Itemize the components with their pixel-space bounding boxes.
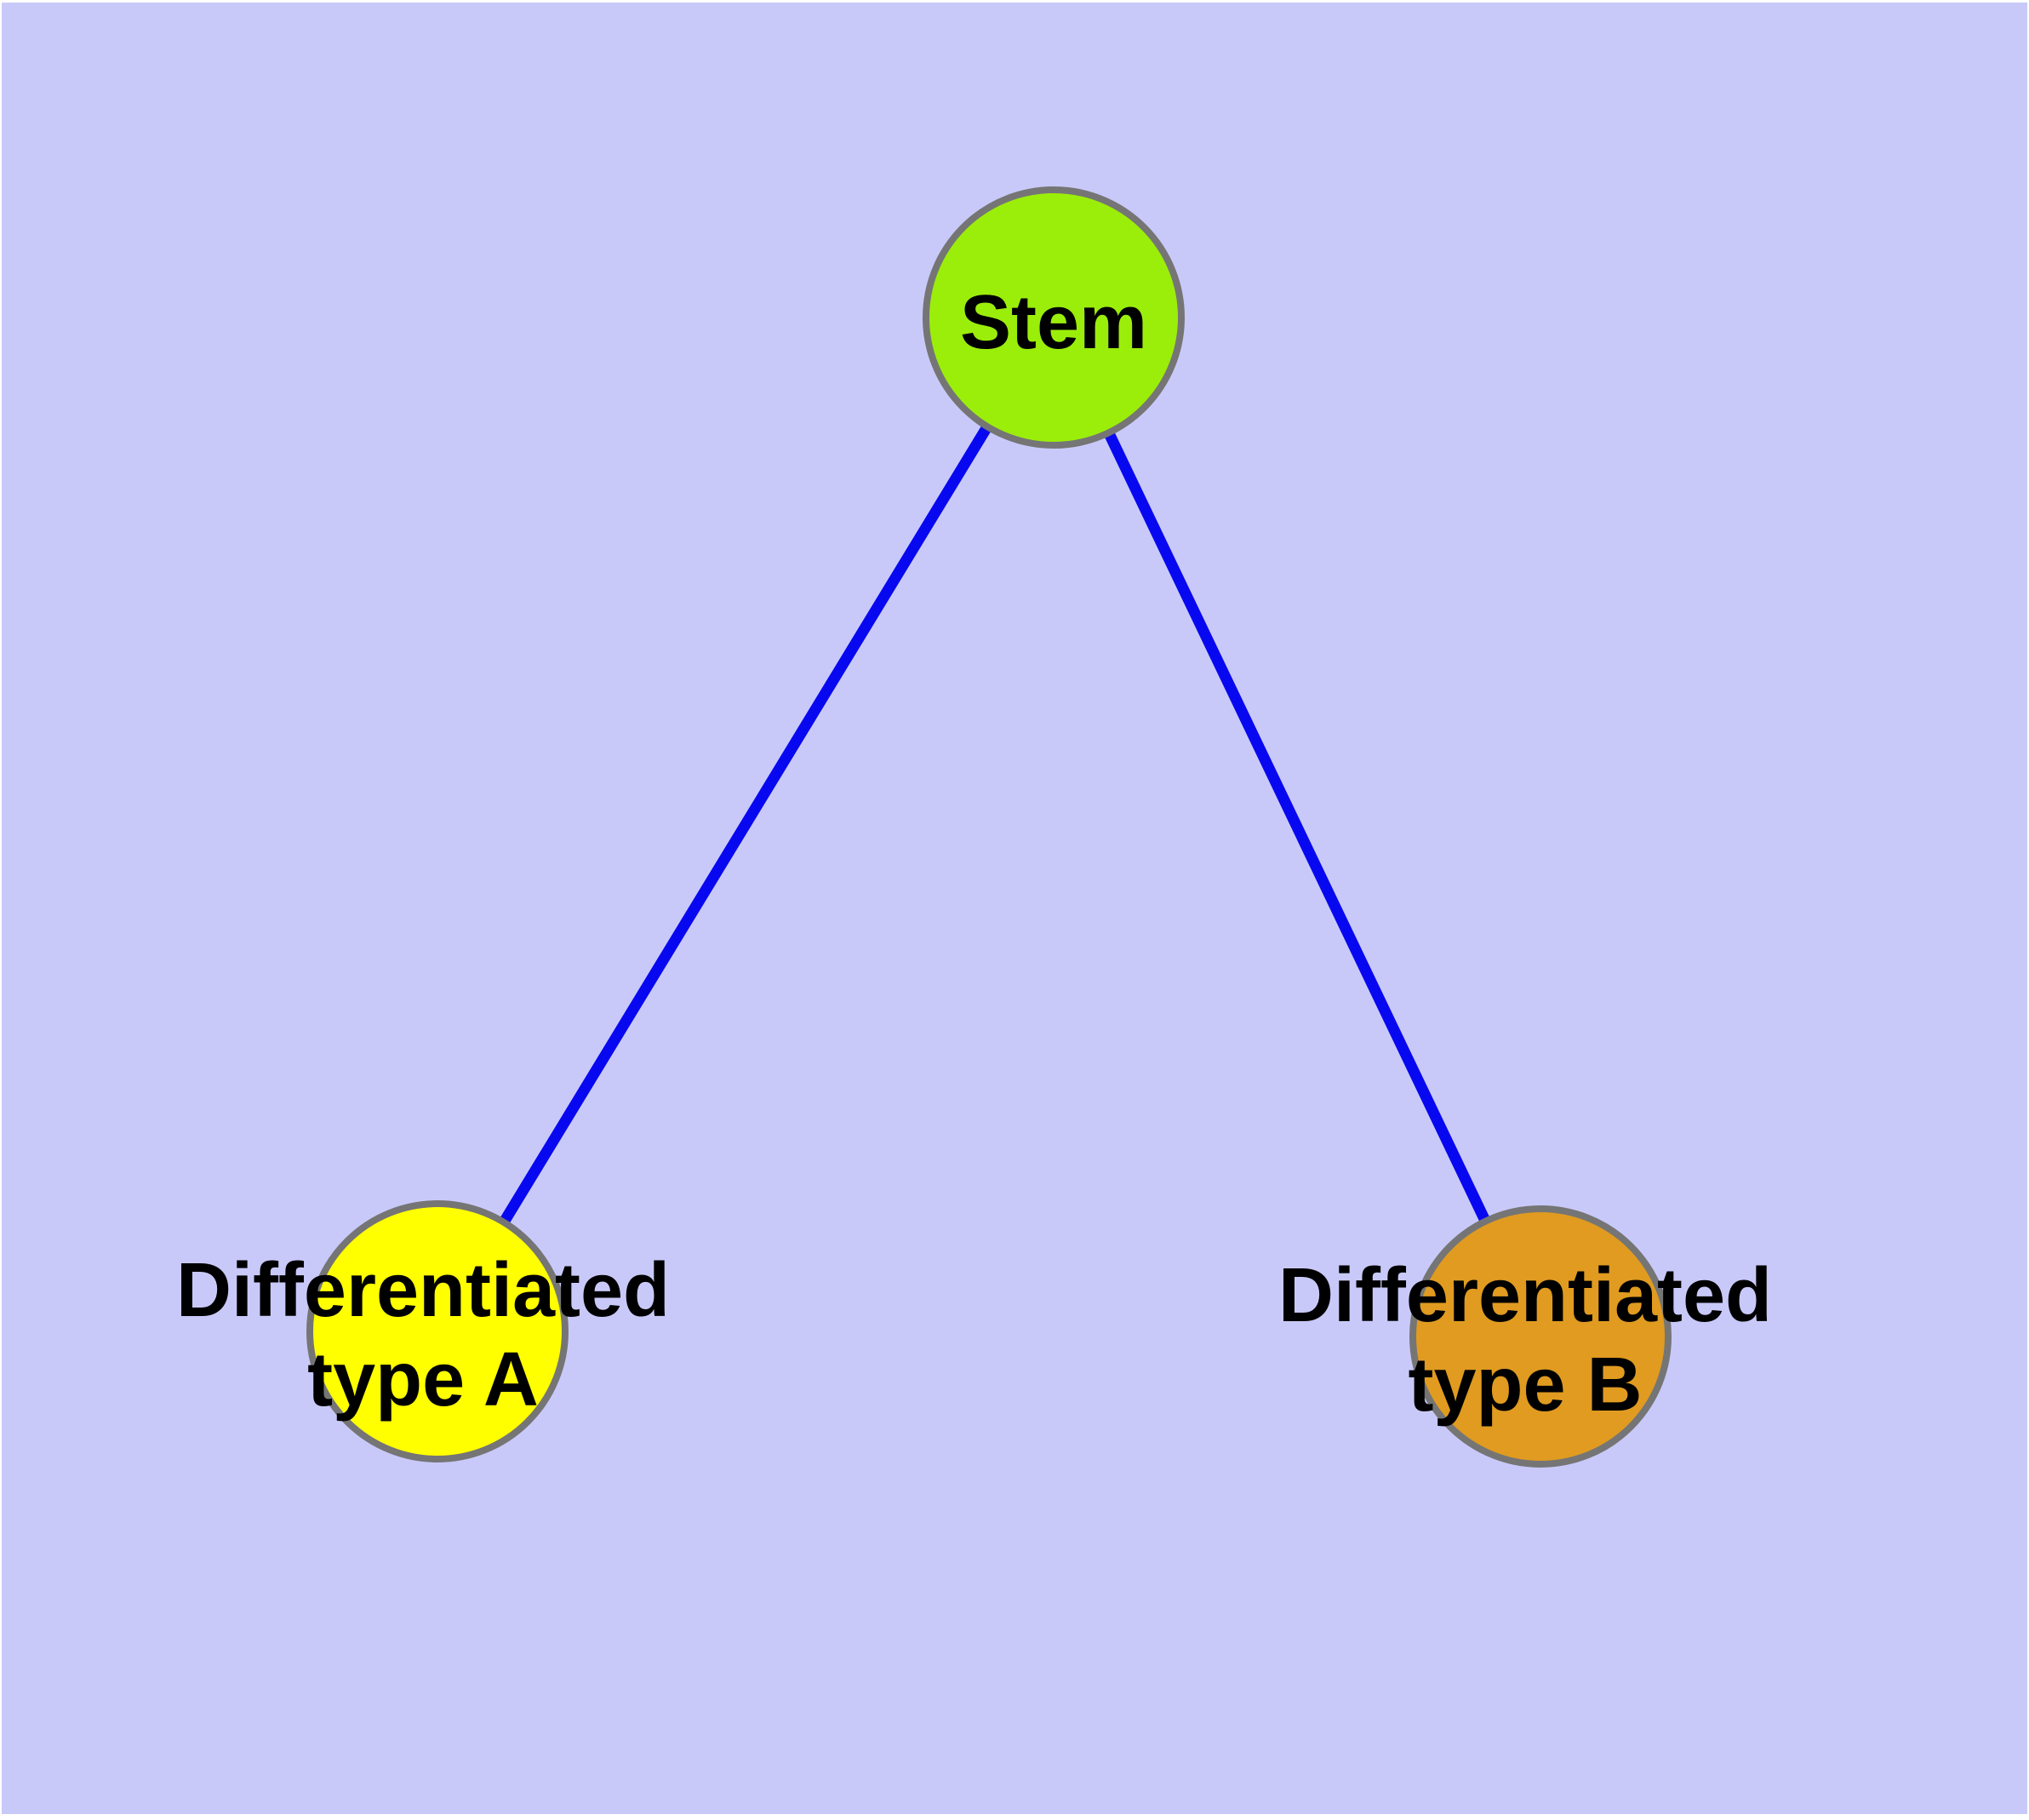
node-stem: Stem <box>923 186 1185 449</box>
node-differentiated-type-a-label-line2: type A <box>307 1337 539 1422</box>
node-differentiated-type-a: Differentiated type A <box>176 1200 670 1462</box>
edge-stem-to-type-b <box>1048 312 1546 1342</box>
node-stem-label: Stem <box>960 280 1147 365</box>
node-differentiated-type-b-label-line2: type B <box>1408 1342 1642 1428</box>
node-differentiated-type-a-label-line1: Differentiated <box>176 1248 670 1333</box>
edge-stem-to-type-a <box>432 312 1060 1337</box>
node-differentiated-type-b-circle <box>1409 1205 1672 1468</box>
node-differentiated-type-b: Differentiated type B <box>1278 1205 1772 1468</box>
node-stem-circle <box>923 186 1185 449</box>
node-differentiated-type-a-circle <box>306 1200 569 1462</box>
node-differentiated-type-b-label-line1: Differentiated <box>1278 1253 1772 1338</box>
